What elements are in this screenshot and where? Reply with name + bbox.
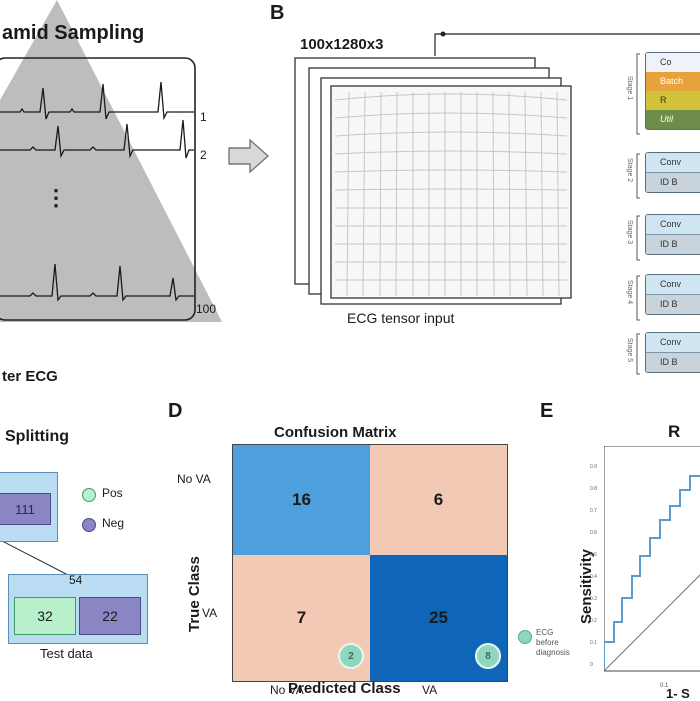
y-tick: 0 <box>590 662 593 668</box>
col-label-va: VA <box>422 683 438 697</box>
right-arrow-icon <box>228 138 270 174</box>
confusion-matrix-title: Confusion Matrix <box>274 424 397 441</box>
cell-true-negative: 16 <box>233 445 370 555</box>
split-connector <box>0 539 71 577</box>
roc-curve <box>604 475 700 668</box>
stage-2-label: Stage 2 <box>626 158 633 183</box>
panel-a-title: amid Sampling <box>2 22 145 44</box>
stage-2-id-block: ID B <box>646 173 700 192</box>
ecg-trace-2 <box>0 119 194 159</box>
test-count-label: 54 <box>69 573 83 587</box>
ecg-legend-swatch <box>518 630 532 644</box>
stage-3-block: Conv ID B <box>645 214 700 255</box>
tensor-caption: ECG tensor input <box>347 310 455 326</box>
ecg-trace-1 <box>0 81 194 121</box>
y-tick: 0.9 <box>590 464 597 470</box>
test-data-caption: Test data <box>40 646 93 661</box>
ecg-legend-line-1: ECG <box>536 628 554 637</box>
stage-2-conv: Conv <box>646 153 700 173</box>
y-tick: 0.8 <box>590 486 597 492</box>
row-label-va: VA <box>202 606 218 620</box>
roc-x-label: 1- S <box>666 686 690 701</box>
stage-1-relu: R <box>646 91 700 110</box>
stage-4-label: Stage 4 <box>626 280 633 305</box>
ecg-legend-line-2: before <box>536 638 559 647</box>
stage-1-pool: Util <box>646 110 700 129</box>
tensor-sheet-front <box>330 85 572 299</box>
y-tick: 0.6 <box>590 530 597 536</box>
pyramid-ecg-figure <box>0 0 222 322</box>
y-tick: 0.3 <box>590 596 597 602</box>
panel-e: E R Sensitivity 0.9 0.8 0.7 0.6 0.5 0.4 … <box>540 400 700 701</box>
tensor-stack-figure <box>294 31 700 305</box>
y-tick: 0.7 <box>590 508 597 514</box>
panel-d-letter: D <box>168 400 183 422</box>
y-tick: 0.4 <box>590 574 597 580</box>
stage-3-id-block: ID B <box>646 235 700 254</box>
cell-false-positive: 6 <box>370 445 507 555</box>
neg-train-box: 111 <box>0 493 51 525</box>
stage-brackets <box>636 53 640 375</box>
stage-column: Stage 1 Stage 2 Stage 3 Stage 4 Stage 5 … <box>625 48 700 378</box>
neg-legend-swatch <box>82 518 96 532</box>
ecg-trace-100 <box>0 263 194 302</box>
pyramid-triangle <box>0 0 222 322</box>
pos-legend-label: Pos <box>102 486 123 500</box>
col-label-no-va: No VA <box>270 683 304 697</box>
early-detection-badge-left: 2 <box>338 643 364 669</box>
panel-c-title: Splitting <box>5 428 69 445</box>
panel-b: B 100x1280x3 ECG tensor input Stage <box>265 0 700 390</box>
confusion-matrix-grid: 16 6 7 25 2 8 <box>232 444 508 682</box>
early-detection-badge-right: 8 <box>475 643 501 669</box>
train-frame: 111 <box>0 472 58 542</box>
pos-test-box: 32 <box>14 597 76 635</box>
roc-y-ticks: 0.9 0.8 0.7 0.6 0.5 0.4 0.3 0.2 0.1 0 <box>590 456 602 680</box>
roc-diagonal <box>604 574 700 672</box>
test-frame: 54 32 22 <box>8 573 148 644</box>
row-label-2: 2 <box>200 148 207 162</box>
stage-4-conv: Conv <box>646 275 700 295</box>
roc-title: R <box>668 422 681 441</box>
panel-b-letter: B <box>270 2 285 24</box>
y-tick: 0.1 <box>590 640 597 646</box>
ecg-frame <box>0 57 196 321</box>
ellipsis-label: ⋮ <box>45 185 67 210</box>
pos-legend-swatch <box>82 488 96 502</box>
neg-test-box: 22 <box>79 597 141 635</box>
row-label-100: 100 <box>196 302 217 316</box>
panel-e-letter: E <box>540 400 554 422</box>
ecg-legend: ECG before diagnosis <box>536 628 596 658</box>
roc-plot <box>604 446 700 672</box>
stage-3-label: Stage 3 <box>626 220 633 245</box>
panel-a: amid Sampling 1 2 ⋮ 100 ter ECG <box>0 0 260 390</box>
stage-5-conv: Conv <box>646 333 700 353</box>
tensor-dimension-label: 100x1280x3 <box>300 36 384 53</box>
ecg-legend-line-3: diagnosis <box>536 648 570 657</box>
connector-line <box>434 33 700 56</box>
stage-3-conv: Conv <box>646 215 700 235</box>
stage-1-label: Stage 1 <box>626 76 633 101</box>
stage-1-conv: Co <box>646 53 700 72</box>
x-axis-label: Predicted Class <box>288 680 401 697</box>
stage-4-id-block: ID B <box>646 295 700 314</box>
y-axis-label: True Class <box>186 556 203 632</box>
row-label-no-va: No VA <box>177 472 211 486</box>
neg-legend-label: Neg <box>102 516 125 530</box>
stage-5-label: Stage 5 <box>626 338 633 363</box>
stage-1-batchnorm: Batch <box>646 72 700 91</box>
y-tick: 0.5 <box>590 552 597 558</box>
y-tick: 0.2 <box>590 618 597 624</box>
panel-a-caption: ter ECG <box>2 368 58 385</box>
stage-5-id-block: ID B <box>646 353 700 372</box>
panel-c: Splitting 111 54 32 22 Pos Neg Test data <box>0 400 165 700</box>
row-label-1: 1 <box>200 110 207 124</box>
stage-4-block: Conv ID B <box>645 274 700 315</box>
roc-x-tick: 0.1 <box>660 683 669 689</box>
stage-5-block: Conv ID B <box>645 332 700 373</box>
panel-d: D Confusion Matrix True Class No VA VA 1… <box>168 400 570 700</box>
stage-2-block: Conv ID B <box>645 152 700 193</box>
stage-1-block: Co Batch R Util <box>645 52 700 130</box>
tensor-grid <box>334 91 568 297</box>
